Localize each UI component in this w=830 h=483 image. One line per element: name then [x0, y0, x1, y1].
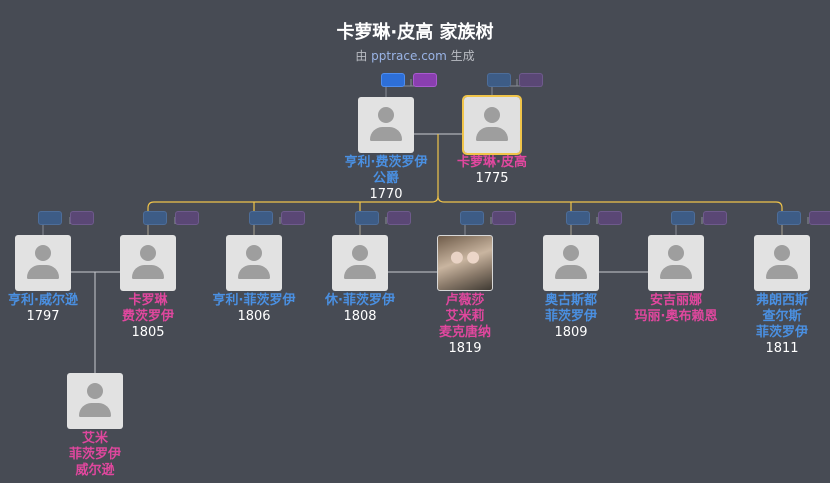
descent-branch-right — [437, 195, 783, 235]
person-year: 1770 — [369, 187, 403, 202]
person-card[interactable]: 亨利·威尔逊 1797 — [0, 235, 98, 325]
mother-link-button[interactable] — [492, 211, 516, 225]
father-link-button[interactable] — [38, 211, 62, 225]
person-name-line: 卢薇莎 — [445, 293, 485, 308]
page-title: 卡萝琳·皮高 家族树 — [336, 22, 494, 43]
person-name: 奥古斯都菲茨罗伊 — [516, 293, 626, 325]
person-name: 卡萝琳·皮高 — [437, 155, 547, 171]
father-link-button[interactable] — [777, 211, 801, 225]
subtitle-suffix: 生成 — [450, 49, 475, 63]
person-year: 1819 — [448, 341, 482, 356]
person-name: 卡罗琳费茨罗伊 — [93, 293, 203, 325]
mother-link-button[interactable] — [70, 211, 94, 225]
person-name-line: 艾米莉 — [445, 309, 485, 324]
person-name-line: 奥古斯都 — [544, 293, 597, 308]
person-card[interactable]: 休·菲茨罗伊 1808 — [305, 235, 415, 325]
person-name-line: 菲茨罗伊 — [68, 447, 121, 462]
person-name: 亨利·费茨罗伊公爵 — [331, 155, 441, 187]
person-name-line: 菲茨罗伊 — [544, 309, 597, 324]
mother-link-button[interactable] — [519, 73, 543, 87]
person-avatar — [15, 235, 71, 291]
mother-link-button[interactable] — [703, 211, 727, 225]
person-name-line: 菲茨罗伊 — [755, 325, 808, 340]
person-card[interactable]: 亨利·费茨罗伊公爵 1770 — [331, 97, 441, 203]
person-name-line: 弗朗西斯 — [755, 293, 808, 308]
person-name-line: 亨利·费茨罗伊 — [344, 155, 428, 170]
person-name: 艾米菲茨罗伊威尔逊 — [40, 431, 150, 479]
mother-link-button[interactable] — [175, 211, 199, 225]
person-name: 安吉丽娜玛丽·奥布赖恩 — [621, 293, 731, 325]
subtitle-prefix: 由 — [355, 49, 368, 63]
person-name: 卢薇莎艾米莉麦克唐纳 — [410, 293, 520, 341]
person-name: 亨利·菲茨罗伊 — [199, 293, 309, 309]
person-avatar — [67, 373, 123, 429]
person-name: 休·菲茨罗伊 — [305, 293, 415, 309]
person-year: 1808 — [343, 309, 377, 324]
person-card[interactable]: 卡罗琳费茨罗伊 1805 — [93, 235, 203, 341]
subtitle-brand-link[interactable]: pptrace.com — [371, 49, 447, 63]
father-link-button[interactable] — [143, 211, 167, 225]
person-avatar — [332, 235, 388, 291]
father-link-button[interactable] — [671, 211, 695, 225]
person-card[interactable]: 弗朗西斯查尔斯菲茨罗伊 1811 — [727, 235, 830, 357]
person-name-line: 卡萝琳·皮高 — [457, 155, 527, 170]
person-avatar — [358, 97, 414, 153]
person-card[interactable]: 安吉丽娜玛丽·奥布赖恩 — [621, 235, 731, 325]
person-card[interactable]: 亨利·菲茨罗伊 1806 — [199, 235, 309, 325]
father-link-button[interactable] — [249, 211, 273, 225]
person-name-line: 查尔斯 — [762, 309, 802, 324]
person-name-line: 亨利·菲茨罗伊 — [212, 293, 296, 308]
person-avatar — [754, 235, 810, 291]
father-link-button[interactable] — [487, 73, 511, 87]
person-name-line: 费茨罗伊 — [121, 309, 174, 324]
person-year: 1809 — [554, 325, 588, 340]
mother-link-button[interactable] — [809, 211, 830, 225]
descent-branch-left — [147, 195, 439, 235]
person-year: 1811 — [765, 341, 799, 356]
person-avatar — [120, 235, 176, 291]
person-year: 1805 — [131, 325, 165, 340]
person-card[interactable]: 卢薇莎艾米莉麦克唐纳 1819 — [410, 235, 520, 357]
mother-link-button[interactable] — [598, 211, 622, 225]
person-year: 1775 — [475, 171, 509, 186]
person-avatar — [648, 235, 704, 291]
father-link-button[interactable] — [381, 73, 405, 87]
mother-link-button[interactable] — [413, 73, 437, 87]
person-name-line: 麦克唐纳 — [438, 325, 491, 340]
person-name-line: 威尔逊 — [75, 463, 115, 478]
person-name: 亨利·威尔逊 — [0, 293, 98, 309]
person-card[interactable]: 艾米菲茨罗伊威尔逊 — [40, 373, 150, 479]
mother-link-button[interactable] — [387, 211, 411, 225]
person-name-line: 亨利·威尔逊 — [8, 293, 78, 308]
page-subtitle: 由 pptrace.com 生成 — [0, 47, 830, 64]
person-name-line: 玛丽·奥布赖恩 — [634, 309, 718, 324]
person-photo — [437, 235, 493, 291]
father-link-button[interactable] — [355, 211, 379, 225]
person-avatar — [543, 235, 599, 291]
person-year: 1806 — [237, 309, 271, 324]
father-link-button[interactable] — [460, 211, 484, 225]
person-name: 弗朗西斯查尔斯菲茨罗伊 — [727, 293, 830, 341]
person-card-selected[interactable]: 卡萝琳·皮高 1775 — [437, 95, 547, 187]
person-avatar — [226, 235, 282, 291]
person-name-line: 卡罗琳 — [128, 293, 168, 308]
person-name-line: 休·菲茨罗伊 — [325, 293, 395, 308]
person-name-line: 安吉丽娜 — [649, 293, 702, 308]
person-name-line: 艾米 — [81, 431, 108, 446]
person-card[interactable]: 奥古斯都菲茨罗伊 1809 — [516, 235, 626, 341]
father-link-button[interactable] — [566, 211, 590, 225]
person-avatar — [462, 95, 522, 155]
mother-link-button[interactable] — [281, 211, 305, 225]
person-year: 1797 — [26, 309, 60, 324]
person-name-line: 公爵 — [372, 171, 399, 186]
